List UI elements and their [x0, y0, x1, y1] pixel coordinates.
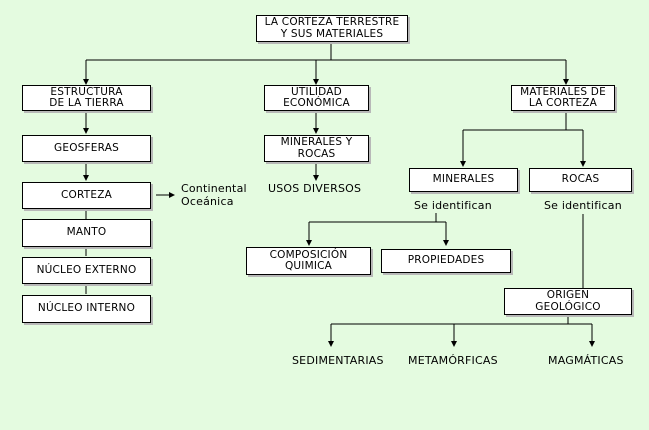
- minerales-rocas-line1: MINERALES Y: [280, 136, 353, 148]
- nucleo-interno-label: NÚCLEO INTERNO: [37, 302, 136, 315]
- nucleo-externo-node: NÚCLEO EXTERNO: [22, 257, 151, 284]
- rocas-node: ROCAS: [529, 168, 632, 192]
- materiales-node: MATERIALES DE LA CORTEZA: [511, 85, 615, 111]
- utilidad-line2: ECONÓMICA: [283, 97, 350, 109]
- rock-type-magmaticas: MAGMÁTICAS: [548, 354, 624, 367]
- usos-diversos-label: USOS DIVERSOS: [268, 182, 362, 195]
- geosferas-node: GEOSFERAS: [22, 135, 151, 162]
- origen-geologico-node: ORIGEN GEOLÓGICO: [504, 288, 632, 315]
- manto-label: MANTO: [66, 226, 107, 239]
- composicion-line2: QUIMICA: [284, 260, 333, 272]
- se-identifican-minerales: Se identifican: [414, 199, 492, 212]
- origen-line2: GEOLÓGICO: [535, 300, 601, 313]
- nucleo-externo-label: NÚCLEO EXTERNO: [36, 263, 137, 276]
- se-identifican-rocas: Se identifican: [544, 199, 622, 212]
- propiedades-node: PROPIEDADES: [381, 249, 511, 273]
- corteza-type-oceanica: Oceánica: [181, 195, 234, 208]
- root-node: LA CORTEZA TERRESTRE Y SUS MATERIALES: [256, 15, 408, 42]
- corteza-label: CORTEZA: [61, 188, 112, 201]
- rock-type-sedimentarias: SEDIMENTARIAS: [292, 354, 384, 367]
- manto-node: MANTO: [22, 219, 151, 247]
- rock-type-metamorficas: METAMÓRFICAS: [408, 354, 498, 367]
- root-line2: Y SUS MATERIALES: [280, 27, 384, 40]
- root-line1: LA CORTEZA TERRESTRE: [264, 16, 400, 28]
- nucleo-interno-node: NÚCLEO INTERNO: [22, 295, 151, 323]
- composicion-node: COMPOSICIÓN QUIMICA: [246, 247, 371, 275]
- estructura-line1: ESTRUCTURA: [50, 85, 123, 98]
- corteza-type-continental: Continental: [181, 182, 247, 195]
- materiales-line1: MATERIALES DE: [520, 85, 606, 98]
- utilidad-node: UTILIDAD ECONÓMICA: [264, 85, 369, 111]
- minerales-node: MINERALES: [409, 168, 518, 192]
- rocas-label: ROCAS: [561, 173, 600, 186]
- corteza-node: CORTEZA: [22, 182, 151, 209]
- minerales-rocas-node: MINERALES Y ROCAS: [264, 135, 369, 162]
- minerales-label: MINERALES: [432, 173, 495, 186]
- propiedades-label: PROPIEDADES: [407, 254, 485, 267]
- estructura-line2: DE LA TIERRA: [49, 97, 124, 109]
- composicion-line1: COMPOSICIÓN: [269, 248, 348, 261]
- geosferas-label: GEOSFERAS: [54, 141, 119, 154]
- origen-line1: ORIGEN: [546, 289, 590, 301]
- corteza-types: Continental Oceánica: [181, 182, 247, 208]
- utilidad-line1: UTILIDAD: [291, 85, 342, 98]
- minerales-rocas-line2: ROCAS: [297, 147, 336, 160]
- materiales-line2: LA CORTEZA: [528, 97, 598, 109]
- estructura-node: ESTRUCTURA DE LA TIERRA: [22, 85, 151, 111]
